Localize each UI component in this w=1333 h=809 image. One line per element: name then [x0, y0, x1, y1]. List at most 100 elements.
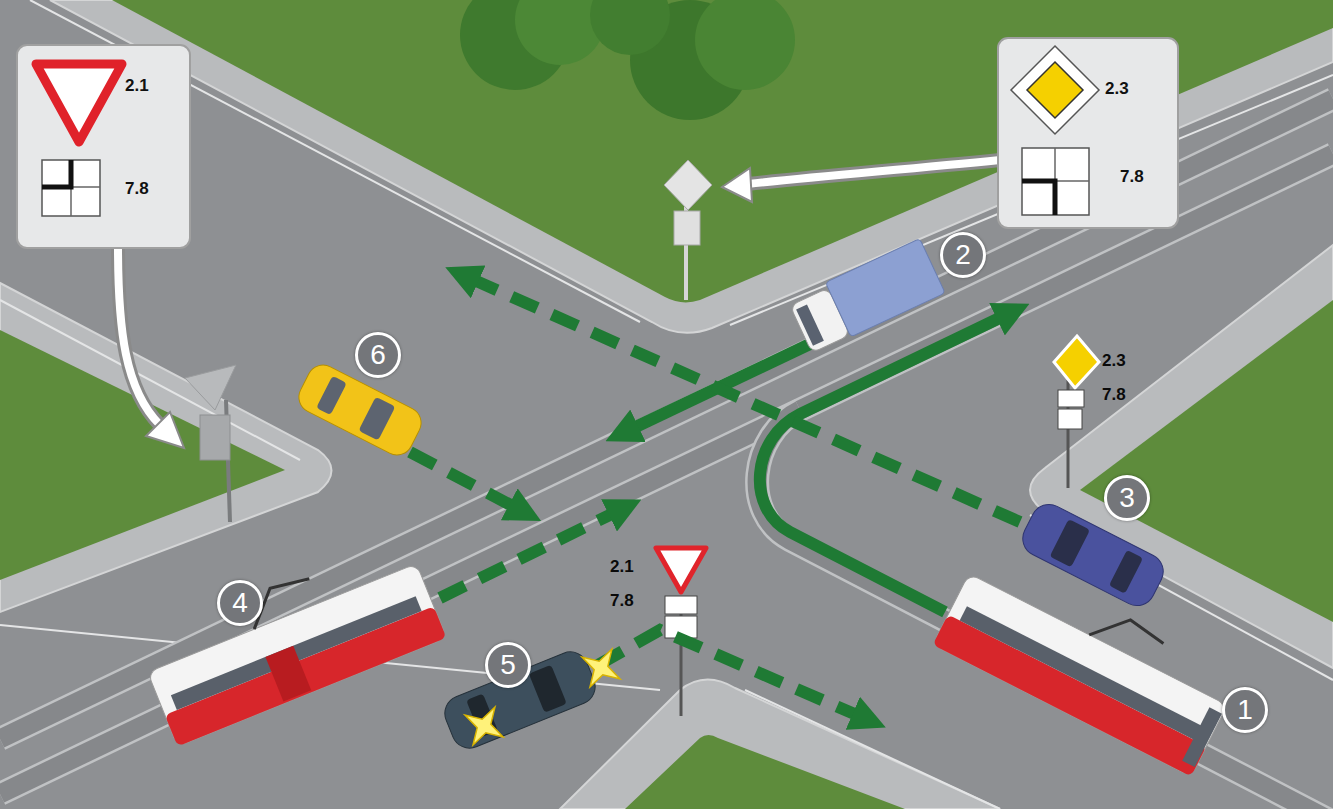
sign-number: 2.1: [610, 558, 634, 577]
tram-stripe: [933, 615, 1207, 777]
plate-road: [71, 187, 100, 216]
car-body: [1017, 498, 1170, 611]
hazard-lights: [454, 638, 631, 756]
sign-number: 2.3: [1102, 352, 1126, 371]
car-window: [359, 397, 396, 441]
plate-main-road: [42, 160, 71, 187]
sign-number: 7.8: [1102, 386, 1126, 405]
yield-sign-icon: [36, 64, 122, 142]
plate-main-road: [1022, 181, 1055, 215]
callout-pointers: [118, 160, 1000, 448]
grass-area: [1080, 300, 1333, 622]
callout-digit: 3: [1119, 484, 1135, 512]
truck: [787, 239, 945, 355]
car-window: [1050, 519, 1090, 567]
pointer-outline: [118, 246, 160, 425]
plate-icon: [1022, 148, 1089, 215]
plate-road: [1055, 148, 1089, 181]
panel-ground: [17, 45, 190, 248]
main-road-sign-icon: [1011, 46, 1099, 134]
car: [293, 360, 426, 461]
truck-cargo: [825, 239, 945, 337]
tram-door: [265, 646, 311, 702]
yield-sign: [656, 548, 706, 592]
hazard-flash: [571, 638, 631, 698]
callout-number: 5: [485, 642, 531, 688]
tree: [695, 0, 795, 90]
right-panel: [998, 38, 1178, 228]
right-sign: [1054, 336, 1099, 488]
rail-pair: [757, 410, 1333, 809]
tram-body: [933, 574, 1228, 777]
sign-plate: [1058, 409, 1082, 429]
car-window: [316, 376, 347, 415]
main-road-sign-core: [1027, 62, 1083, 118]
plate-back: [674, 211, 700, 245]
sidewalk: [50, 0, 1333, 333]
sidewalk: [1030, 245, 1333, 668]
pointer-head: [722, 168, 752, 202]
car-body: [293, 360, 426, 461]
left-panel: [17, 45, 190, 248]
hazard-flash: [454, 696, 514, 756]
sign-plate: [1058, 390, 1084, 407]
rail-bed: [0, 154, 1333, 794]
panel-ground: [998, 38, 1178, 228]
grass-area: [0, 330, 285, 580]
main-road-sign: [1054, 336, 1099, 388]
sign-plate: [665, 596, 697, 614]
callout-digit: 6: [370, 341, 386, 369]
callout-digit: 5: [500, 651, 516, 679]
pointer-line: [118, 246, 160, 425]
car-window: [1109, 550, 1143, 594]
movement-arrows: [410, 276, 1020, 719]
sign-back: [664, 160, 712, 210]
rail-bed: [757, 410, 1333, 809]
sign-panel: 2.37.8: [998, 38, 1178, 228]
sign-number: 2.3: [1105, 80, 1129, 99]
sidewalk: [560, 679, 1000, 809]
callout-number: 4: [217, 580, 263, 626]
car-path: [465, 276, 1020, 522]
callout-digit: 1: [1237, 696, 1253, 724]
sign-number: 7.8: [610, 592, 634, 611]
tram-path: [440, 509, 622, 598]
lane-line: [745, 690, 1000, 809]
callout-digit: 2: [955, 241, 971, 269]
pointer-head: [146, 412, 184, 448]
lane-line: [0, 300, 300, 460]
pantograph: [1089, 606, 1166, 666]
tram-stripe: [165, 606, 447, 746]
trees: [460, 0, 795, 120]
plate-icon: [42, 160, 100, 216]
car-window: [529, 665, 567, 713]
callout-number: 1: [1222, 687, 1268, 733]
plate-back: [200, 415, 230, 460]
sign-number: 7.8: [125, 180, 149, 199]
pointer-line: [748, 160, 1000, 184]
sidewalk: [0, 283, 332, 612]
rail-pair: [0, 154, 1333, 794]
car: [1017, 498, 1170, 611]
tree: [590, 0, 670, 55]
tram: [136, 534, 447, 746]
top-sign: [664, 160, 712, 300]
bottom-sign: [656, 548, 706, 716]
callout-number: 3: [1104, 475, 1150, 521]
callout-number: 2: [940, 232, 986, 278]
tram-body: [148, 564, 447, 747]
truck-windshield: [796, 304, 824, 345]
sign-back: [185, 365, 236, 410]
sign-number: 2.1: [125, 77, 149, 96]
tram-windows: [171, 596, 422, 710]
tram-windshield: [1182, 707, 1222, 767]
